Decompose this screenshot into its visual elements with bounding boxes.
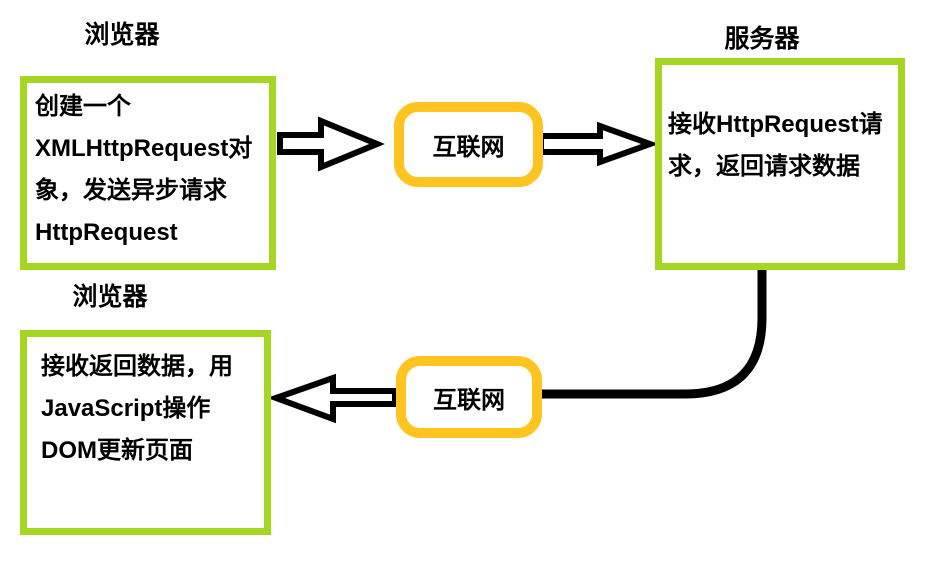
node-text-line: JavaScript操作 — [41, 395, 211, 422]
node-text-line: 求，返回请求数据 — [668, 153, 860, 180]
arrow-internet-to-server-icon — [538, 121, 659, 167]
node-text-line: DOM更新页面 — [41, 437, 193, 464]
node-text-line: 创建一个 — [35, 93, 131, 120]
internet-top-node: 互联网 — [394, 102, 543, 187]
node-text-line: XMLHttpRequest对 — [35, 135, 253, 162]
arrow-browser-to-internet-icon — [277, 116, 385, 172]
browser-bottom-title: 浏览器 — [72, 283, 148, 311]
internet-top-label: 互联网 — [432, 134, 505, 161]
browser-bottom-node: 接收返回数据，用 JavaScript操作 DOM更新页面 — [20, 330, 271, 535]
connector-server-to-internet-line — [542, 266, 767, 399]
node-text-line: 接收HttpRequest请 — [668, 111, 883, 138]
browser-top-title: 浏览器 — [84, 21, 160, 49]
node-text-line: HttpRequest — [35, 219, 178, 246]
internet-bottom-label: 互联网 — [433, 386, 505, 414]
browser-top-node: 创建一个 XMLHttpRequest对 象，发送异步请求 HttpReques… — [20, 76, 276, 270]
server-node: 接收HttpRequest请 求，返回请求数据 — [655, 58, 905, 270]
arrow-internet-to-browser-icon — [267, 373, 398, 424]
node-text-line: 象，发送异步请求 — [35, 177, 227, 204]
server-title: 服务器 — [724, 25, 800, 53]
internet-bottom-node: 互联网 — [396, 356, 542, 438]
node-text-line: 接收返回数据，用 — [41, 353, 233, 380]
